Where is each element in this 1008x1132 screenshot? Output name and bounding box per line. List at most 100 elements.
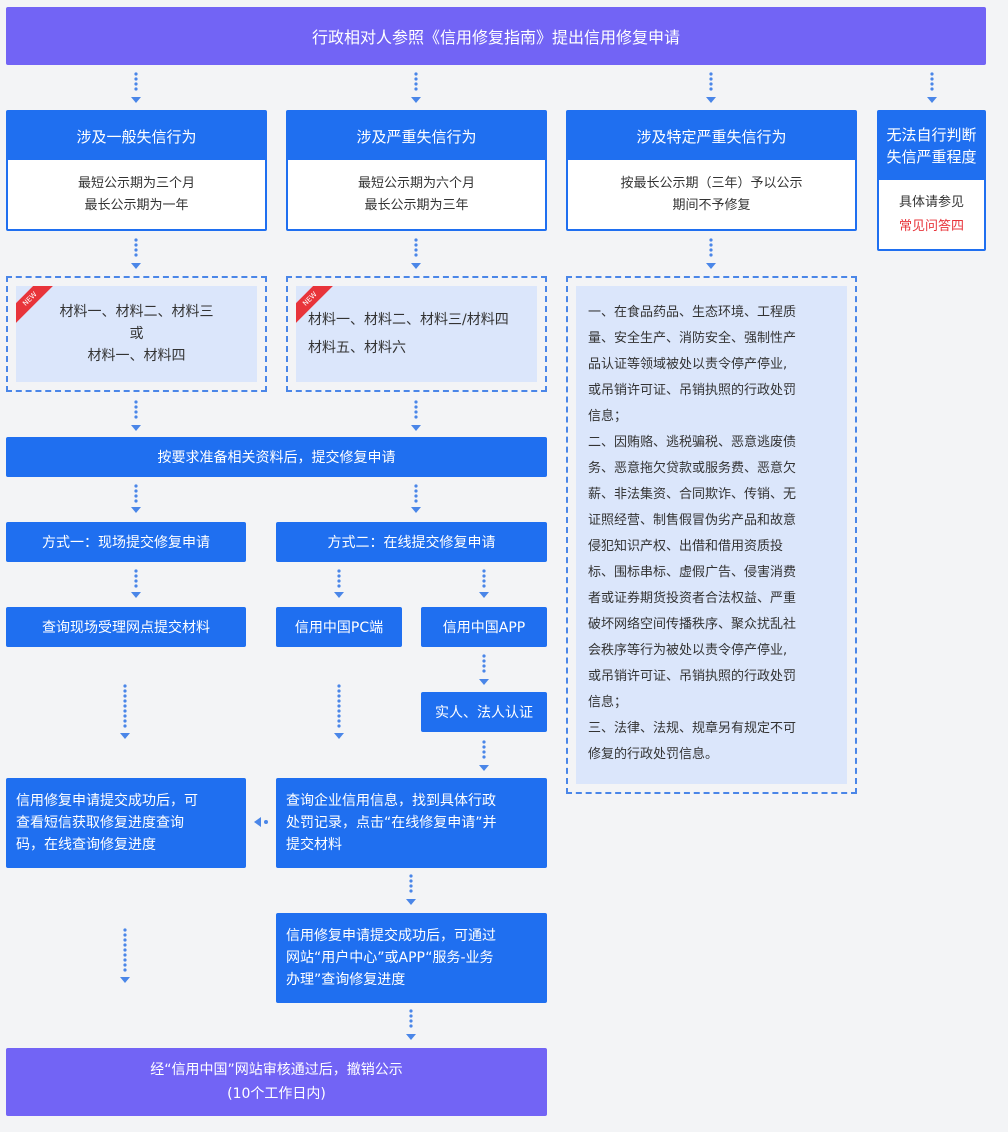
card-title-line: 无法自行判断 bbox=[886, 126, 977, 144]
card-body: 按最长公示期（三年）予以公示 期间不予修复 bbox=[568, 160, 855, 229]
connector-dot bbox=[123, 958, 127, 962]
connector-dot bbox=[123, 963, 127, 967]
connector-arrowhead bbox=[411, 263, 421, 269]
connector-dot bbox=[414, 499, 418, 503]
connector-dot bbox=[409, 889, 413, 893]
connector-dot bbox=[337, 579, 341, 583]
connector-dot bbox=[123, 933, 127, 937]
connector-dot bbox=[414, 77, 418, 81]
connector-dots bbox=[120, 684, 130, 739]
special-list-line: 务、恶意拖欠贷款或服务费、恶意欠 bbox=[588, 461, 797, 476]
connector-dots bbox=[131, 484, 141, 513]
pc-portal-text: 信用中国PC端 bbox=[294, 620, 384, 636]
connector-arrow bbox=[119, 928, 131, 984]
card-serious-dishonesty: 涉及严重失信行为 最短公示期为六个月 最长公示期为三年 bbox=[286, 110, 547, 231]
connector-dot bbox=[482, 574, 486, 578]
connector-dot bbox=[134, 410, 138, 414]
special-list-line: 者或证券期货投资者合法权益、严重 bbox=[588, 591, 797, 606]
connector-dots bbox=[479, 569, 489, 598]
connector-arrowhead bbox=[479, 592, 489, 598]
special-list-line: 破坏网络空间传播秩序、聚众扰乱社 bbox=[588, 617, 797, 632]
connector-dot bbox=[337, 709, 341, 713]
connector-dot bbox=[123, 948, 127, 952]
special-dishonesty-panel: 一、在食品药品、生态环境、工程质量、安全生产、消防安全、强制性产品认证等领域被处… bbox=[576, 286, 847, 784]
connector-arrowhead bbox=[411, 425, 421, 431]
connector-dot bbox=[134, 494, 138, 498]
special-list-line: 一、在食品药品、生态环境、工程质 bbox=[588, 305, 797, 320]
special-list-line: 侵犯知识产权、出借和借用资质投 bbox=[588, 539, 784, 554]
special-list-line: 修复的行政处罚信息。 bbox=[588, 747, 719, 762]
card-title: 涉及特定严重失信行为 bbox=[568, 112, 855, 160]
connector-dot bbox=[123, 943, 127, 947]
connector-dot bbox=[337, 719, 341, 723]
card-line: 具体请参见 bbox=[898, 194, 964, 210]
special-list-line: 或吊销许可证、吊销执照的行政处罚 bbox=[588, 669, 797, 684]
connector-dot bbox=[337, 684, 341, 688]
special-dishonesty-group: 一、在食品药品、生态环境、工程质量、安全生产、消防安全、强制性产品认证等领域被处… bbox=[566, 276, 857, 794]
connector-dot bbox=[414, 238, 418, 242]
connector-dot bbox=[709, 72, 713, 76]
connector-dot bbox=[930, 82, 934, 86]
connector-dot bbox=[414, 253, 418, 257]
connector-dot bbox=[134, 574, 138, 578]
card-body: 最短公示期为三个月 最长公示期为一年 bbox=[8, 160, 265, 229]
card-title-line: 失信严重程度 bbox=[886, 148, 977, 166]
connector-dot bbox=[337, 724, 341, 728]
connector-dot bbox=[482, 654, 486, 658]
connector-arrowhead bbox=[334, 592, 344, 598]
connector-arrowhead bbox=[120, 733, 130, 739]
connector-dot bbox=[482, 755, 486, 759]
special-list-line: 信息； bbox=[588, 409, 628, 424]
connector-arrowhead bbox=[411, 97, 421, 103]
connector-dots bbox=[411, 238, 421, 269]
connector-dot bbox=[414, 484, 418, 488]
connector-dot bbox=[482, 740, 486, 744]
connector-dot bbox=[414, 87, 418, 91]
connector-dot bbox=[482, 569, 486, 573]
query-enterprise-line: 处罚记录，点击“在线修复申请”并 bbox=[286, 815, 497, 831]
connector-dot bbox=[482, 750, 486, 754]
connector-arrowhead bbox=[131, 425, 141, 431]
connector-arrow bbox=[130, 569, 142, 599]
connector-dot bbox=[123, 714, 127, 718]
connector-dot bbox=[709, 238, 713, 242]
connector-arrow bbox=[130, 400, 142, 432]
submit-success-line: 信用修复申请提交成功后，可通过 bbox=[286, 928, 496, 944]
connector-arrow bbox=[926, 72, 938, 104]
connector-dot bbox=[709, 248, 713, 252]
connector-arrow bbox=[410, 238, 422, 270]
special-list-line: 薪、非法集资、合同欺诈、传销、无 bbox=[588, 487, 797, 502]
materials-panel: NEW 材料一、材料二、材料三/材料四 材料五、材料六 bbox=[296, 286, 537, 382]
method-onsite-text: 方式一：现场提交修复申请 bbox=[42, 535, 210, 551]
connector-arrow bbox=[410, 72, 422, 104]
connector-dot bbox=[123, 694, 127, 698]
card-title: 涉及严重失信行为 bbox=[288, 112, 545, 160]
final-line: (10个工作日内) bbox=[227, 1086, 326, 1102]
connector-arrowhead bbox=[131, 507, 141, 513]
connector-dot bbox=[482, 669, 486, 673]
connector-dot bbox=[134, 248, 138, 252]
connector-arrow bbox=[705, 238, 717, 270]
connector-dot bbox=[134, 569, 138, 573]
materials-group-general: NEW 材料一、材料二、材料三 或 材料一、材料四 bbox=[6, 276, 267, 392]
card-line: 最长公示期为三年 bbox=[364, 197, 469, 213]
connector-dots bbox=[406, 1009, 416, 1040]
connector-dots bbox=[706, 238, 716, 269]
result-line: 信用修复申请提交成功后，可 bbox=[16, 793, 198, 809]
connector-dot bbox=[414, 494, 418, 498]
connector-arrowhead bbox=[334, 733, 344, 739]
materials-line: 材料一、材料二、材料三 bbox=[59, 304, 214, 320]
query-enterprise-line: 查询企业信用信息，找到具体行政 bbox=[286, 793, 496, 809]
card-line: 最长公示期为一年 bbox=[84, 197, 189, 213]
card-line: 最短公示期为三个月 bbox=[77, 175, 195, 191]
submit-success-box: 信用修复申请提交成功后，可通过 网站“用户中心”或APP“服务-业务 办理”查询… bbox=[276, 913, 547, 1003]
connector-arrowhead bbox=[120, 977, 130, 983]
connector-dots bbox=[120, 928, 130, 983]
faq-four-link[interactable]: 常见问答四 bbox=[898, 218, 964, 234]
query-onsite-text: 查询现场受理网点提交材料 bbox=[42, 620, 210, 636]
connector-dot bbox=[134, 87, 138, 91]
arrow-left-icon bbox=[254, 817, 268, 827]
connector-dot bbox=[482, 579, 486, 583]
connector-arrowhead bbox=[706, 97, 716, 103]
connector-arrow bbox=[410, 484, 422, 514]
